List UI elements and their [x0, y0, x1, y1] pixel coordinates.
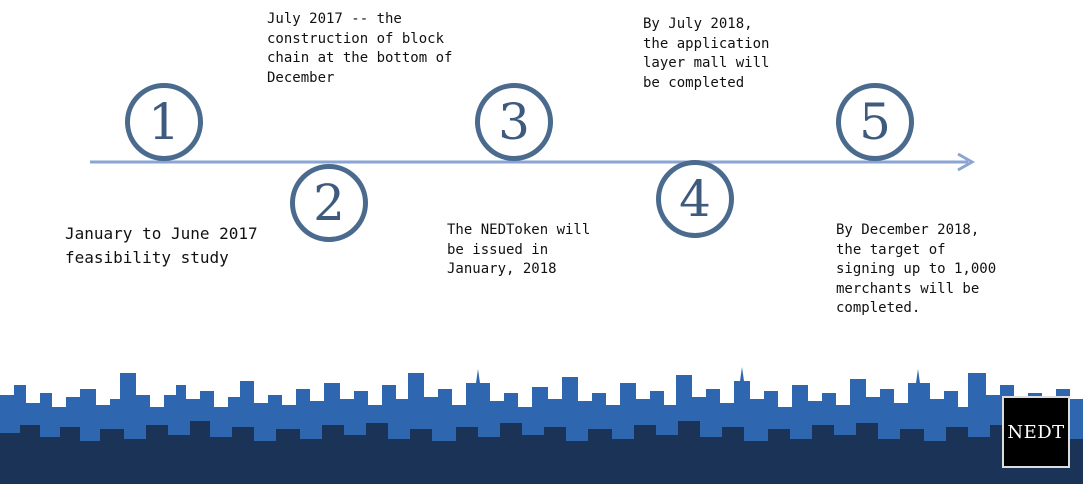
milestone-5-circle: 5: [836, 83, 914, 161]
milestone-1-text: January to June 2017 feasibility study: [65, 224, 258, 267]
nedt-logo-text: NEDT: [1007, 421, 1065, 443]
milestone-5-number: 5: [859, 93, 891, 151]
nedt-logo: NEDT: [1002, 396, 1070, 468]
city-skyline-image: [0, 367, 1083, 484]
milestone-2-number: 2: [313, 174, 345, 232]
timeline-arrowhead: [957, 152, 976, 172]
milestone-2-text: July 2017 -- the construction of block c…: [267, 11, 453, 86]
milestone-1-circle: 1: [125, 83, 203, 161]
milestone-4-number: 4: [679, 170, 711, 228]
milestone-3-text: The NEDToken will be issued in January, …: [447, 222, 591, 277]
milestone-3-circle: 3: [475, 83, 553, 161]
milestone-2-circle: 2: [290, 164, 368, 242]
milestone-1-number: 1: [148, 93, 180, 151]
timeline-axis: [90, 152, 976, 172]
milestone-3-number: 3: [498, 93, 530, 151]
milestone-4-text: By July 2018, the application layer mall…: [643, 16, 770, 91]
milestone-5-text: By December 2018, the target of signing …: [836, 222, 997, 316]
milestone-4-circle: 4: [656, 160, 734, 238]
